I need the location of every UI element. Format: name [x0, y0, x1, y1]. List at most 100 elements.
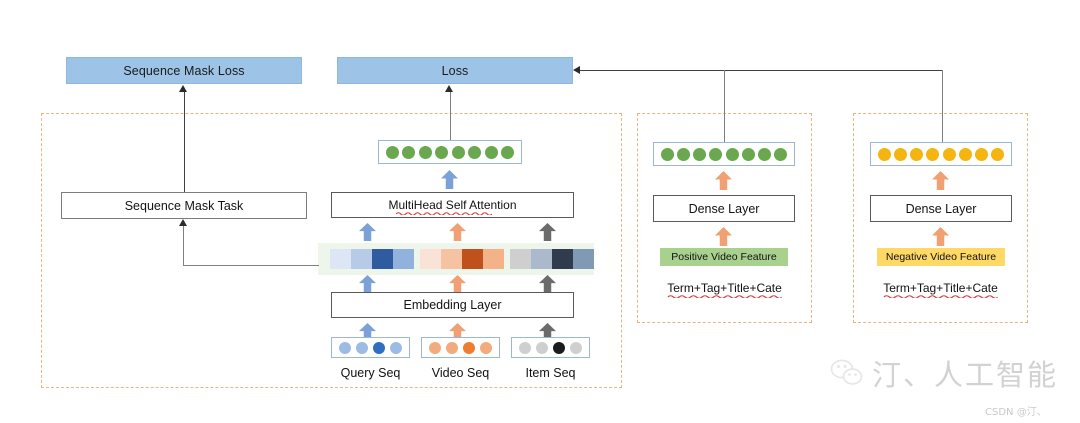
sequence-mask-task-box[interactable]: Sequence Mask Task [61, 192, 307, 219]
embedding-cell [441, 249, 462, 269]
negative-feature-text: Term+Tag+Title+Cate [883, 281, 998, 298]
token-dot [693, 147, 707, 161]
token-dot [480, 341, 493, 354]
sequence-mask-loss-box[interactable]: Sequence Mask Loss [66, 57, 302, 84]
watermark-brand-text: 汀、人工智能 [872, 358, 1059, 392]
token-dot [774, 147, 788, 161]
arrowhead-embedding-to-mask-task [179, 219, 187, 226]
embedding-cell [462, 249, 483, 269]
main-model-panel [41, 113, 622, 388]
positive-dense-layer-label: Dense Layer [688, 201, 760, 216]
token-dot [428, 341, 441, 354]
video-embedding-bar [420, 249, 504, 269]
embedding-cell [393, 249, 414, 269]
positive-feature-text: Term+Tag+Title+Cate [667, 281, 782, 298]
spellcheck-squiggle-icon [883, 295, 998, 298]
token-dot [758, 147, 772, 161]
token-dot [725, 147, 739, 161]
item-seq-token-row [511, 337, 590, 358]
token-dot [355, 341, 368, 354]
spellcheck-squiggle-icon [396, 212, 493, 215]
token-dot [570, 341, 583, 354]
token-dot [338, 341, 351, 354]
negative-dense-layer-box[interactable]: Dense Layer [870, 195, 1012, 222]
token-dot [741, 147, 755, 161]
watermark-credit: CSDN @汀、 [985, 407, 1047, 418]
negative-branch-panel [853, 113, 1028, 323]
token-dot [958, 147, 972, 161]
token-dot [975, 147, 989, 161]
connector-positive-branch-riser [723, 70, 725, 146]
item-seq-caption: Item Seq [525, 366, 576, 380]
arrowhead-attention-to-loss [445, 85, 453, 92]
negative-dense-layer-label: Dense Layer [905, 201, 977, 216]
token-dot [942, 147, 956, 161]
embedding-cell [351, 249, 372, 269]
embedding-cell [420, 249, 441, 269]
token-dot [385, 145, 399, 159]
embedding-cell [483, 249, 504, 269]
token-dot-masked [463, 341, 476, 354]
query-seq-token-row [331, 337, 410, 358]
token-dot [501, 145, 515, 159]
positive-dense-layer-box[interactable]: Dense Layer [653, 195, 795, 222]
query-embedding-bar [330, 249, 414, 269]
token-dot [435, 145, 449, 159]
token-dot-masked [553, 341, 566, 354]
attention-output-token-row [378, 140, 522, 164]
token-dot [418, 145, 432, 159]
embedding-cell [330, 249, 351, 269]
token-dot [893, 147, 907, 161]
positive-video-feature-label: Positive Video Feature [671, 251, 777, 263]
negative-video-feature-chip[interactable]: Negative Video Feature [877, 248, 1005, 266]
embedding-layer-box[interactable]: Embedding Layer [331, 292, 574, 318]
embedding-layer-label: Embedding Layer [403, 298, 502, 312]
token-dot [709, 147, 723, 161]
token-dot [926, 147, 940, 161]
token-dot [390, 341, 403, 354]
video-seq-token-row [421, 337, 500, 358]
connector-embedding-to-mask-task-horizontal [183, 265, 319, 267]
token-dot [910, 147, 924, 161]
token-dot [468, 145, 482, 159]
connector-attention-to-loss [449, 92, 451, 143]
embedding-cell [573, 249, 594, 269]
loss-box[interactable]: Loss [337, 57, 573, 84]
token-dot [535, 341, 548, 354]
positive-feature-text-wrap: Term+Tag+Title+Cate [637, 279, 812, 298]
watermark-brand: 汀、人工智能 [830, 352, 1058, 394]
query-seq-caption: Query Seq [340, 366, 401, 380]
negative-feature-text-wrap: Term+Tag+Title+Cate [853, 279, 1028, 298]
connector-embedding-to-mask-task-riser [183, 226, 185, 266]
wechat-icon [830, 359, 863, 385]
token-dot [518, 341, 531, 354]
embedding-cell [531, 249, 552, 269]
token-dot [451, 145, 465, 159]
multihead-self-attention-box[interactable]: MultiHead Self Attention [331, 192, 574, 218]
token-dot [402, 145, 416, 159]
connector-mask-task-to-mask-loss [183, 92, 185, 192]
sequence-mask-loss-label: Sequence Mask Loss [123, 63, 245, 78]
token-dot [445, 341, 458, 354]
token-dot [991, 147, 1005, 161]
arrowhead-branches-to-loss [573, 66, 580, 74]
token-dot-masked [373, 341, 386, 354]
sequence-mask-task-label: Sequence Mask Task [124, 198, 244, 213]
positive-output-token-row [653, 142, 795, 166]
connector-negative-branch-riser [941, 70, 943, 146]
arrowhead-mask-task-to-mask-loss [179, 85, 187, 92]
video-seq-caption: Video Seq [431, 366, 490, 380]
loss-label: Loss [441, 63, 469, 78]
token-dot [660, 147, 674, 161]
embedding-cell [552, 249, 573, 269]
spellcheck-squiggle-icon [667, 295, 782, 298]
multihead-self-attention-label: MultiHead Self Attention [388, 198, 517, 215]
embedding-cell [372, 249, 393, 269]
embedding-cell [510, 249, 531, 269]
connector-branches-to-loss-horizontal [580, 70, 943, 72]
positive-video-feature-chip[interactable]: Positive Video Feature [660, 248, 788, 266]
token-dot [877, 147, 891, 161]
negative-output-token-row [870, 142, 1012, 166]
token-dot [484, 145, 498, 159]
negative-video-feature-label: Negative Video Feature [885, 251, 997, 263]
